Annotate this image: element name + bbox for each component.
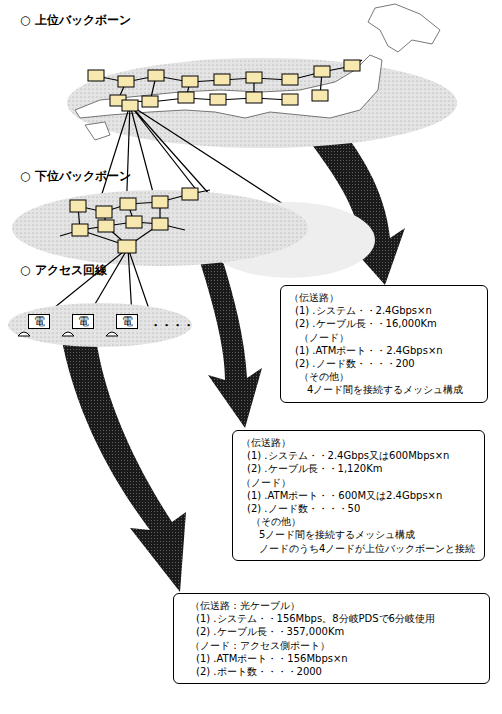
drawing-part — [70, 200, 86, 212]
drawing-part — [118, 240, 136, 253]
drawing-part — [152, 218, 168, 230]
spec-line: （伝送路） — [289, 291, 479, 304]
drawing-part — [98, 220, 114, 232]
drawing-part — [246, 72, 262, 83]
spec-box: （伝送路）(1) .システム・・2.4Gbps×n(2) .ケーブル長・・16,… — [280, 285, 488, 403]
spec-line: 5ノード間を接続するメッシュ構成 — [241, 528, 476, 541]
drawing-part — [126, 216, 142, 228]
spec-line: (1) .ATMポート・・156Mbps×n — [182, 652, 481, 665]
drawing-part — [210, 94, 226, 105]
spec-box: （伝送路）(1) .システム・・2.4Gbps又は600Mbps×n(2) .ケ… — [232, 430, 485, 561]
drawing-part — [62, 332, 74, 336]
upper-region — [67, 58, 457, 148]
spec-box: （伝送路：光ケーブル）(1) .システム・・156Mbps。8分岐PDSで6分岐… — [173, 593, 490, 684]
drawing-part — [118, 76, 134, 87]
spec-line: （その他） — [289, 370, 479, 383]
drawing-part — [282, 94, 298, 105]
lower-node-boxes — [70, 188, 198, 253]
spec-line: （伝送路：光ケーブル） — [182, 599, 481, 612]
spec-line: (1) .システム・・2.4Gbps又は600Mbps×n — [241, 449, 476, 462]
office-box: 電 — [116, 314, 138, 329]
drawing-part — [88, 70, 104, 81]
office-box: 電 — [72, 314, 94, 329]
honshu — [75, 55, 382, 118]
office-mark: 電 — [119, 316, 135, 327]
drawing-part — [106, 332, 118, 336]
drawing-part — [78, 194, 190, 246]
spec-line: (2) .ポート数・・・・2000 — [182, 665, 481, 678]
kyushu — [85, 122, 110, 140]
drawing-part — [178, 92, 194, 103]
spec-line: （ノード） — [289, 331, 479, 344]
spec-line: (2) .ケーブル長・・357,000Km — [182, 625, 481, 638]
lower-links — [44, 190, 210, 316]
ellipsis-mark: ・・・・ — [150, 318, 194, 333]
spec-line: (1) .ATMポート・・600M又は2.4Gbps×n — [241, 489, 476, 502]
spec-line: （ノード） — [241, 476, 476, 489]
office-mark: 電 — [31, 316, 47, 327]
spec-line: ノードのうち4ノードが上位バックボーンと接続 — [241, 542, 476, 555]
spec-line: （その他） — [241, 515, 476, 528]
office-box: 電 — [28, 314, 50, 329]
tier-heading: ○ アクセス回線 — [20, 262, 107, 279]
tier-heading: ○ 下位バックボーン — [20, 168, 131, 185]
spec-line: (2) .ノード数・・・・200 — [289, 357, 479, 370]
drawing-part — [314, 66, 330, 77]
spec-line: (2) .ノード数・・・・50 — [241, 502, 476, 515]
spec-line: （伝送路） — [241, 436, 476, 449]
drawing-part — [72, 224, 88, 236]
upper-node-boxes — [88, 60, 360, 111]
drawing-part — [152, 196, 168, 208]
spec-line: (2) .ケーブル長・・1,120Km — [241, 462, 476, 475]
spec-line: (2) .ケーブル長・・16,000Km — [289, 317, 479, 330]
spec-line: 4ノード間を接続するメッシュ構成 — [289, 383, 479, 396]
drawing-part — [122, 100, 138, 111]
spec-line: (1) .ATMポート・・2.4Gbps×n — [289, 344, 479, 357]
spec-line: (1) .システム・・2.4Gbps×n — [289, 304, 479, 317]
drawing-part — [344, 60, 360, 71]
lower-region — [12, 190, 308, 266]
big-arrow — [200, 258, 262, 428]
drawing-part — [182, 188, 198, 200]
drawing-part — [96, 206, 112, 218]
phone-icons — [18, 332, 118, 336]
office-mark: 電 — [75, 316, 91, 327]
drawing-part — [142, 96, 158, 107]
drawing-part — [246, 92, 262, 103]
drawing-part — [214, 74, 230, 85]
spec-line: （ノード：アクセス側ポート） — [182, 639, 481, 652]
drawing-part — [182, 76, 198, 87]
drawing-part — [148, 70, 164, 81]
drawing-part — [282, 74, 298, 85]
big-arrow — [60, 330, 186, 592]
drawing-part — [312, 90, 328, 101]
spec-line: (1) .システム・・156Mbps。8分岐PDSで6分岐使用 — [182, 612, 481, 625]
drawing-part — [18, 332, 30, 336]
drawing-part — [120, 198, 136, 210]
hokkaido — [368, 4, 440, 52]
tier-heading: ○ 上位バックボーン — [20, 12, 131, 29]
